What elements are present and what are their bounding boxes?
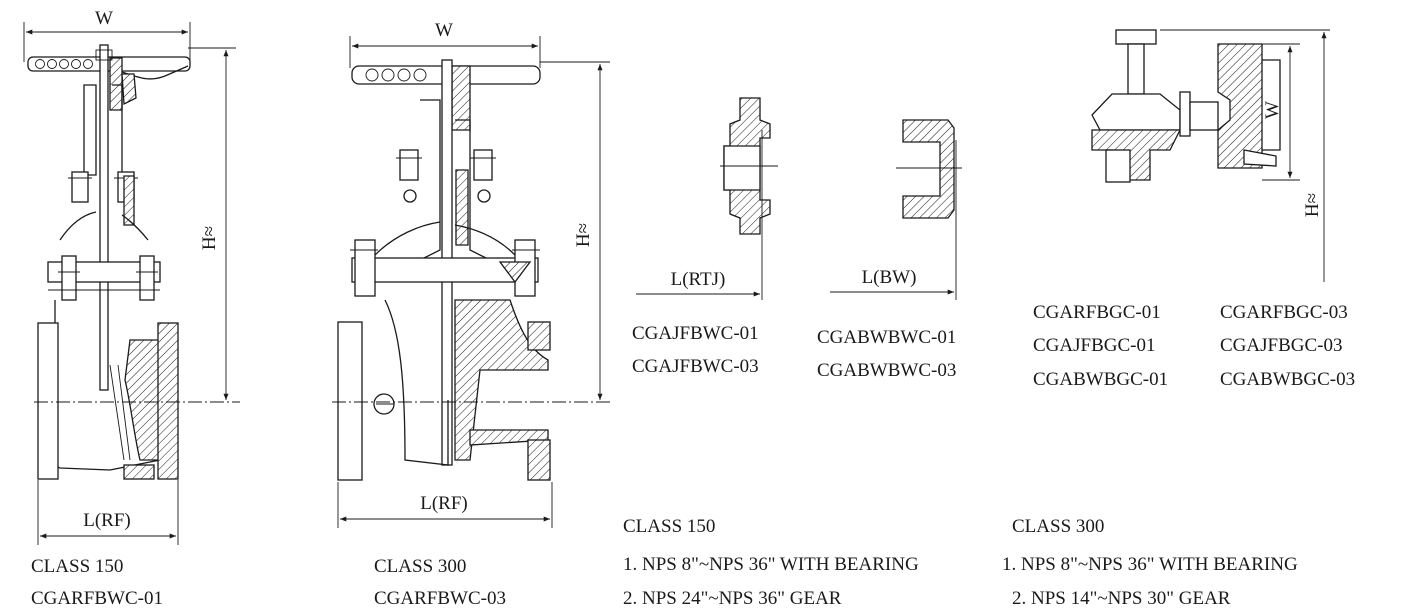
gear-code-col2-3: CGABWBGC-03	[1220, 369, 1355, 390]
gear-height-label: H≈	[1302, 193, 1323, 217]
valve2-length-label: L(RF)	[420, 493, 468, 514]
handwheel-spokes	[35, 59, 93, 69]
gear-code-col1-1: CGARFBGC-01	[1033, 302, 1161, 323]
class150-notes-title: CLASS 150	[623, 516, 715, 537]
valve2-model-code: CGARFBWC-03	[374, 588, 506, 609]
valve1-width-label: W	[95, 8, 113, 29]
rtj-code-1: CGAJFBWC-01	[632, 323, 759, 344]
class300-note-1: 1. NPS 8"~NPS 36" WITH BEARING	[1002, 554, 1298, 575]
gate-valve-class300-drawing	[332, 36, 612, 528]
gear-code-col1-3: CGABWBGC-01	[1033, 369, 1168, 390]
valve1-class-label: CLASS 150	[31, 556, 123, 577]
class150-note-2: 2. NPS 24"~NPS 36" GEAR	[623, 588, 842, 609]
valve2-class-label: CLASS 300	[374, 556, 466, 577]
valve1-height-label: H≈	[199, 226, 220, 250]
gear-width-label: W	[1262, 101, 1283, 119]
class150-note-1: 1. NPS 8"~NPS 36" WITH BEARING	[623, 554, 919, 575]
rtj-code-2: CGAJFBWC-03	[632, 356, 759, 377]
valve1-length-label: L(RF)	[83, 510, 131, 531]
gear-code-col2-2: CGAJFBGC-03	[1220, 335, 1342, 356]
class300-note-2: 2. NPS 14"~NPS 30" GEAR	[1012, 588, 1231, 609]
bw-length-label: L(BW)	[862, 267, 917, 288]
valve2-width-label: W	[435, 20, 453, 41]
gear-operator-drawing	[1091, 29, 1330, 282]
gate-valve-class150-drawing	[23, 22, 240, 545]
valve2-height-label: H≈	[573, 223, 594, 247]
bw-code-2: CGABWBWC-03	[817, 360, 956, 381]
rtj-length-label: L(RTJ)	[671, 269, 726, 290]
handwheel-spokes	[365, 68, 427, 82]
class300-notes-title: CLASS 300	[1012, 516, 1104, 537]
valve1-model-code: CGARFBWC-01	[31, 588, 163, 609]
bw-code-1: CGABWBWC-01	[817, 327, 956, 348]
bw-end-detail-drawing	[830, 119, 962, 300]
rtj-end-detail-drawing	[636, 97, 778, 300]
gear-code-col2-1: CGARFBGC-03	[1220, 302, 1348, 323]
gear-code-col1-2: CGAJFBGC-01	[1033, 335, 1155, 356]
